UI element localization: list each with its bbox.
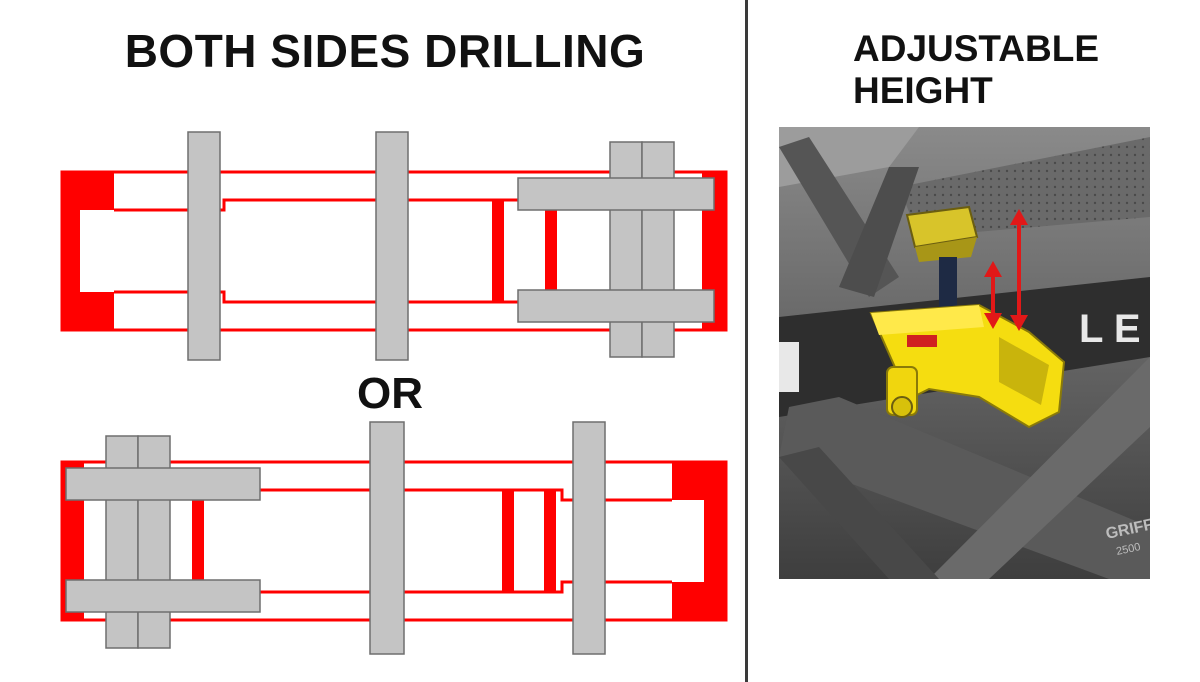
height-arrows (984, 209, 1028, 331)
vertical-divider (745, 0, 748, 682)
clamp-posts (187, 131, 715, 361)
scissor-arm-b (929, 357, 1150, 579)
clamp-bar-lower (517, 289, 715, 323)
title-line-height: HEIGHT (853, 70, 993, 111)
title-line-adjustable: ADJUSTABLE (853, 28, 1099, 69)
clamp-post-middle (375, 131, 409, 361)
model-lettering: 2500 (1115, 541, 1141, 558)
clamp-post-right-a (609, 141, 643, 358)
clamp-bar-upper (517, 177, 715, 211)
clamp-post-right-b (641, 141, 675, 358)
clamp-posts (65, 421, 606, 655)
page-title-both-sides-drilling: BOTH SIDES DRILLING (124, 25, 646, 77)
or-label: OR (357, 369, 423, 418)
page-title-adjustable-height: ADJUSTABLE HEIGHT (853, 28, 1183, 112)
yellow-lift-arm (869, 303, 1066, 429)
clamp-post-right (572, 421, 606, 655)
frame-diagram-top (60, 131, 728, 361)
clamp-bar-lower (65, 579, 261, 613)
scissor-arm-a (779, 397, 1150, 579)
frame-diagram-bottom (60, 421, 728, 655)
clamp-bar-upper (65, 467, 261, 501)
upper-lift-pad (905, 205, 979, 317)
clamp-post-left (187, 131, 221, 361)
clamp-post-middle (369, 421, 405, 655)
adjustable-height-photo: L E GRIFF 2500 (779, 127, 1150, 579)
beam-lettering: L E (1079, 307, 1141, 351)
